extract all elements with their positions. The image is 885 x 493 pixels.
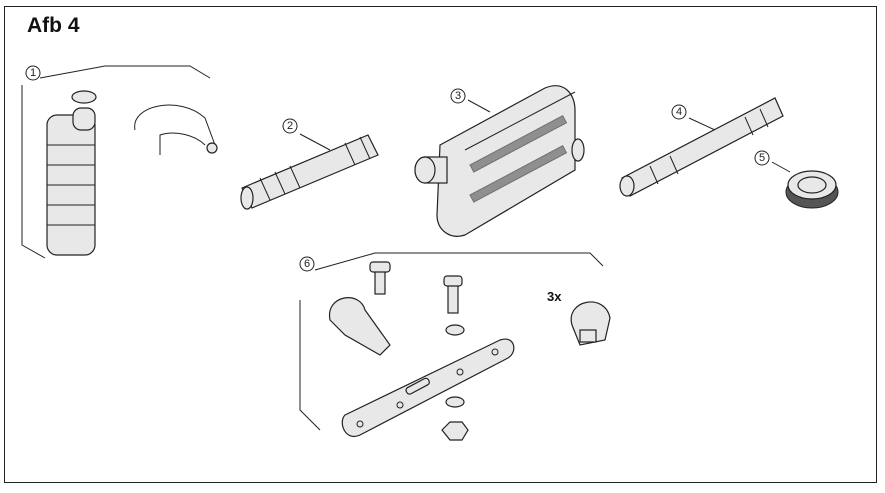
svg-text:4: 4 (676, 106, 682, 118)
callout-4: 4 (671, 104, 687, 120)
part-3-exhaust-silencer (414, 85, 585, 237)
callout-5: 5 (754, 150, 770, 166)
callout-6: 6 (299, 256, 315, 272)
quantity-label: 3x (547, 289, 562, 304)
part-6-mounting-kit (299, 252, 611, 441)
callout-3: 3 (450, 88, 466, 104)
figure-frame (4, 6, 877, 483)
callout-2: 2 (282, 118, 298, 134)
part-4-exhaust-hose (619, 97, 784, 197)
figure-title: Afb 4 (27, 14, 80, 37)
part-5-grommet (771, 161, 839, 209)
svg-text:5: 5 (759, 152, 765, 164)
svg-text:6: 6 (304, 258, 310, 270)
part-2-exhaust-hose (240, 133, 379, 210)
svg-text:2: 2 (287, 120, 293, 132)
svg-text:3: 3 (455, 90, 461, 102)
callout-1: 1 (25, 65, 41, 81)
svg-text:1: 1 (30, 67, 36, 79)
part-1-intake-silencer (21, 65, 218, 259)
